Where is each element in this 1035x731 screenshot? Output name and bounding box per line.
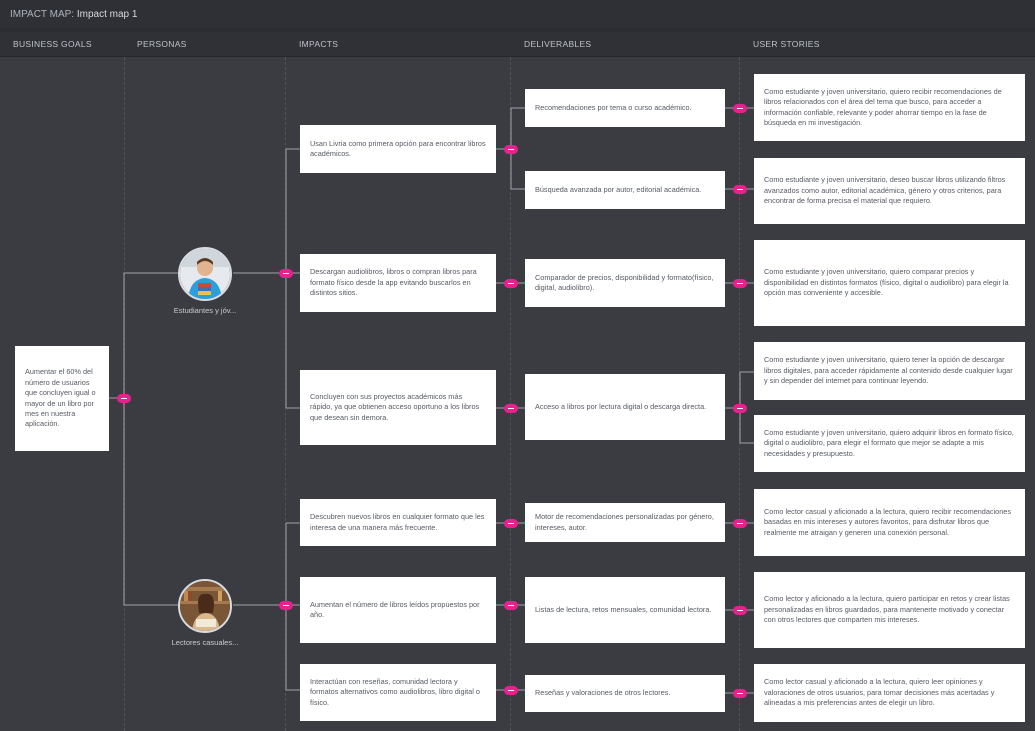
column-header-personas: PERSONAS (137, 39, 187, 49)
impact-text: Interactúan con reseñas, comunidad lecto… (310, 676, 480, 707)
map-title-bar: IMPACT MAP: Impact map 1 (0, 0, 1035, 28)
impact-card[interactable]: Interactúan con reseñas, comunidad lecto… (300, 664, 496, 721)
impact-text: Descubren nuevos libros en cualquier for… (310, 512, 485, 532)
collapse-toggle-deliverable[interactable] (733, 104, 747, 113)
business-goal-text: Aumentar el 60% del número de usuarios q… (25, 367, 96, 429)
deliverable-text: Reseñas y valoraciones de otros lectores… (535, 688, 671, 698)
user-story-card[interactable]: Como estudiante y joven universitario, q… (754, 74, 1025, 141)
deliverable-text: Búsqueda avanzada por autor, editorial a… (535, 184, 702, 194)
deliverable-text: Comparador de precios, disponibilidad y … (535, 272, 714, 292)
deliverable-text: Acceso a libros por lectura digital o de… (535, 401, 707, 411)
deliverable-card[interactable]: Acceso a libros por lectura digital o de… (525, 374, 725, 440)
collapse-toggle-deliverable[interactable] (733, 279, 747, 288)
student-avatar-icon (180, 249, 230, 299)
user-story-text: Como estudiante y joven universitario, q… (764, 86, 1002, 127)
user-story-text: Como estudiante y joven universitario, d… (764, 175, 1006, 206)
business-goal-card[interactable]: Aumentar el 60% del número de usuarios q… (15, 346, 109, 451)
impact-text: Usan Livria como primera opción para enc… (310, 138, 486, 158)
user-story-card[interactable]: Como estudiante y joven universitario, d… (754, 158, 1025, 224)
persona-label-students: Estudiantes y jóv... (173, 306, 237, 315)
collapse-toggle-impact[interactable] (504, 519, 518, 528)
impact-text: Aumentan el número de libros leídos prop… (310, 599, 480, 619)
user-story-card[interactable]: Como lector casual y aficionado a la lec… (754, 664, 1025, 722)
collapse-toggle-impact[interactable] (504, 601, 518, 610)
persona-label-readers: Lectores casuales... (171, 638, 239, 647)
user-story-card[interactable]: Como estudiante y joven universitario, q… (754, 415, 1025, 472)
persona-avatar-readers[interactable] (178, 579, 232, 633)
deliverable-card[interactable]: Búsqueda avanzada por autor, editorial a… (525, 171, 725, 209)
column-header-bar (0, 32, 1035, 57)
deliverable-card[interactable]: Reseñas y valoraciones de otros lectores… (525, 675, 725, 712)
user-story-text: Como lector y aficionado a la lectura, q… (764, 594, 1010, 625)
column-header-impacts: IMPACTS (299, 39, 339, 49)
collapse-toggle-deliverable[interactable] (733, 185, 747, 194)
map-title-name[interactable]: Impact map 1 (76, 9, 138, 20)
user-story-card[interactable]: Como lector y aficionado a la lectura, q… (754, 572, 1025, 648)
deliverable-card[interactable]: Comparador de precios, disponibilidad y … (525, 259, 725, 307)
deliverable-text: Listas de lectura, retos mensuales, comu… (535, 604, 712, 614)
collapse-toggle-impact[interactable] (504, 686, 518, 695)
deliverable-card[interactable]: Listas de lectura, retos mensuales, comu… (525, 577, 725, 643)
collapse-toggle-persona[interactable] (279, 269, 293, 278)
deliverable-text: Motor de recomendaciones personalizadas … (535, 512, 714, 532)
impact-text: Concluyen con sus proyectos académicos m… (310, 391, 480, 422)
column-header-deliverables: DELIVERABLES (524, 39, 592, 49)
column-header-business-goals: BUSINESS GOALS (13, 39, 92, 49)
user-story-text: Como estudiante y joven universitario, q… (764, 427, 1014, 458)
collapse-toggle-impact[interactable] (504, 279, 518, 288)
impact-text: Descargan audiolibros, libros o compran … (310, 267, 477, 298)
user-story-card[interactable]: Como estudiante y joven universitario, q… (754, 240, 1025, 326)
impact-card[interactable]: Descargan audiolibros, libros o compran … (300, 254, 496, 312)
collapse-toggle-deliverable[interactable] (733, 606, 747, 615)
title-bar-divider (0, 28, 1035, 32)
collapse-toggle-goal[interactable] (117, 394, 131, 403)
column-divider (510, 57, 511, 731)
collapse-toggle-deliverable[interactable] (733, 519, 747, 528)
collapse-toggle-deliverable[interactable] (733, 404, 747, 413)
map-title-prefix: IMPACT MAP: (10, 9, 75, 20)
impact-card[interactable]: Usan Livria como primera opción para enc… (300, 125, 496, 173)
deliverable-card[interactable]: Motor de recomendaciones personalizadas … (525, 503, 725, 542)
deliverable-card[interactable]: Recomendaciones por tema o curso académi… (525, 89, 725, 127)
user-story-text: Como estudiante y joven universitario, q… (764, 267, 1009, 298)
user-story-card[interactable]: Como estudiante y joven universitario, q… (754, 342, 1025, 400)
reader-avatar-icon (180, 581, 230, 631)
collapse-toggle-impact[interactable] (504, 145, 518, 154)
user-story-text: Como estudiante y joven universitario, q… (764, 355, 1013, 386)
impact-card[interactable]: Aumentan el número de libros leídos prop… (300, 577, 496, 643)
user-story-text: Como lector casual y aficionado a la lec… (764, 506, 1012, 537)
user-story-card[interactable]: Como lector casual y aficionado a la lec… (754, 489, 1025, 556)
collapse-toggle-persona[interactable] (279, 601, 293, 610)
collapse-toggle-impact[interactable] (504, 404, 518, 413)
column-header-user-stories: USER STORIES (753, 39, 820, 49)
persona-avatar-students[interactable] (178, 247, 232, 301)
collapse-toggle-deliverable[interactable] (733, 689, 747, 698)
impact-card[interactable]: Descubren nuevos libros en cualquier for… (300, 499, 496, 546)
deliverable-text: Recomendaciones por tema o curso académi… (535, 102, 692, 112)
impact-card[interactable]: Concluyen con sus proyectos académicos m… (300, 370, 496, 445)
user-story-text: Como lector casual y aficionado a la lec… (764, 677, 995, 708)
